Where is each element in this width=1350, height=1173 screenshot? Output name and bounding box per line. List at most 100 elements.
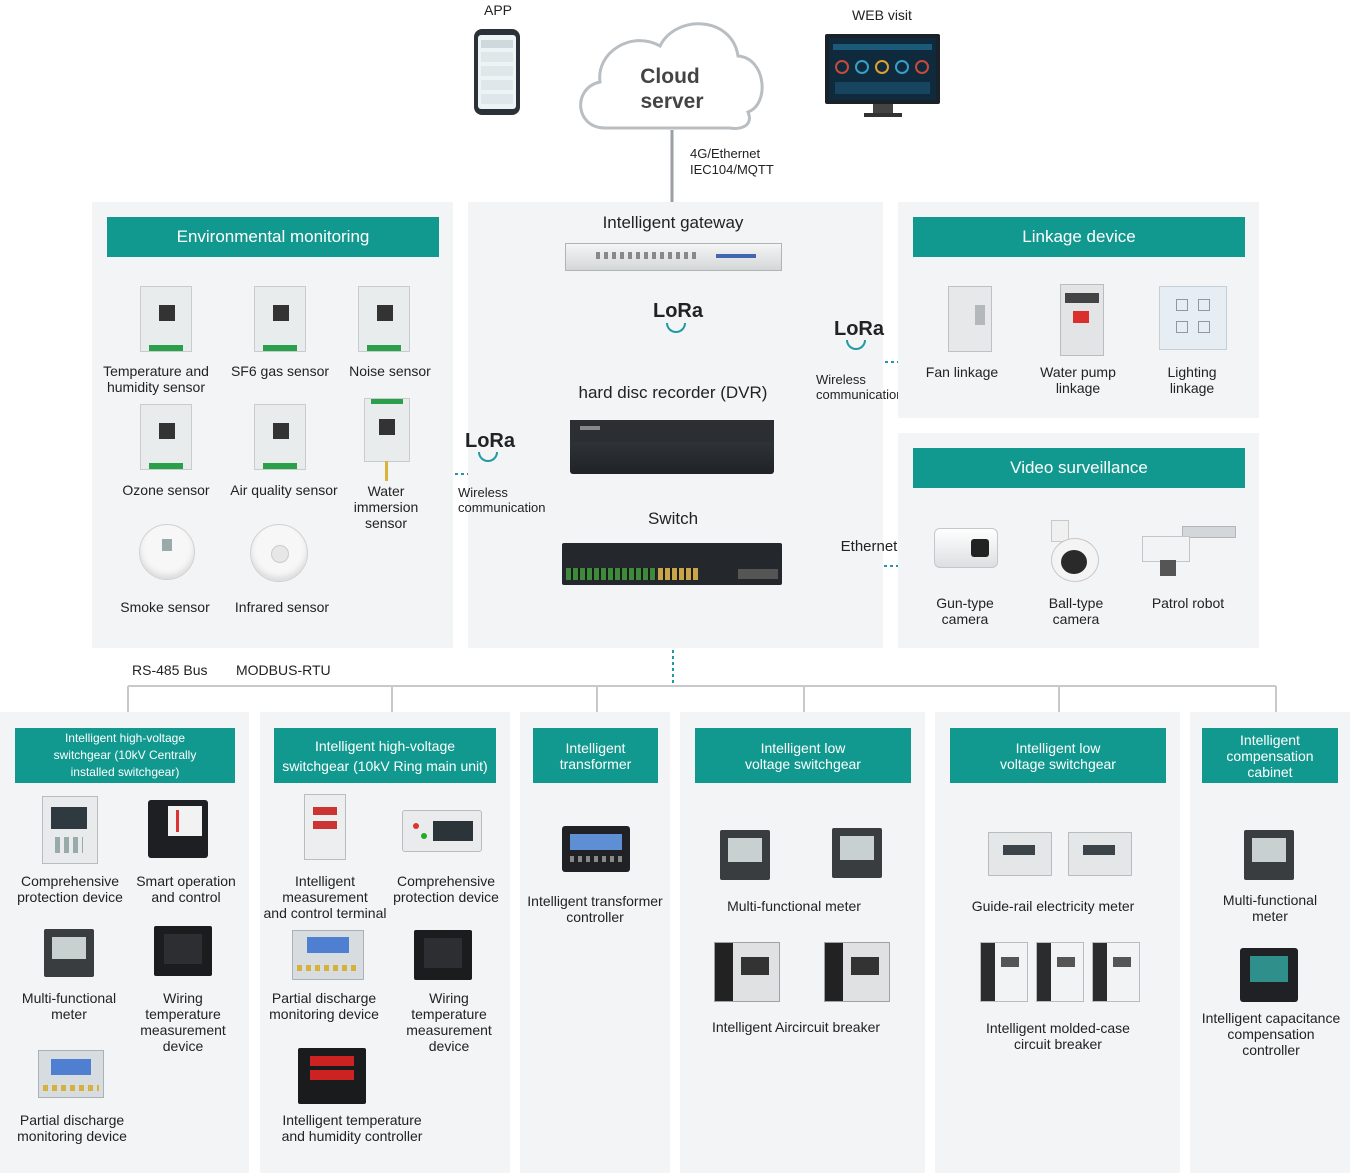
bottom-header-6: Intelligent compensation cabinet — [1202, 728, 1338, 783]
water-pump-linkage-icon — [1060, 284, 1104, 356]
device-label: Comprehensive protection device — [393, 873, 499, 905]
device-label: Wiring temperature measurement device — [406, 990, 492, 1054]
temp-humidity-sensor-icon — [140, 286, 192, 352]
wiring-temp-device-icon — [154, 926, 212, 976]
protocol-label-1: 4G/Ethernet — [690, 146, 761, 161]
switch-device-icon — [562, 543, 782, 585]
fan-linkage-icon — [948, 286, 992, 352]
bottom-header-2: Intelligent high-voltage switchgear (10k… — [274, 728, 496, 783]
device-label: Intelligent transformer controller — [527, 893, 663, 925]
protection-device-2-icon — [402, 810, 482, 852]
smoke-sensor-icon — [139, 524, 195, 580]
dvr-title: hard disc recorder (DVR) — [578, 383, 768, 402]
air-circuit-breaker-icon — [824, 942, 890, 1002]
wireless-label-left: Wireless communication — [458, 485, 546, 515]
measurement-terminal-icon — [304, 794, 346, 860]
env-item-label: Infrared sensor — [234, 599, 330, 615]
multi-meter-icon — [832, 828, 882, 878]
capacitance-controller-icon — [1240, 948, 1298, 1002]
monitor-base — [864, 113, 902, 117]
air-quality-sensor-icon — [254, 404, 306, 470]
bottom-header-1: Intelligent high-voltage switchgear (10k… — [15, 728, 235, 783]
device-label: Comprehensive protection device — [17, 873, 123, 905]
multi-meter-icon — [1244, 830, 1294, 880]
device-label: Smart operation and control — [136, 873, 236, 905]
protection-device-icon — [42, 796, 98, 864]
transformer-panel — [520, 712, 670, 1173]
device-label: Intelligent measurement and control term… — [263, 873, 387, 921]
device-label: Intelligent temperature and humidity con… — [281, 1112, 423, 1144]
bottom-header-3: Intelligent transformer — [533, 728, 658, 783]
ethernet-label: Ethernet — [840, 538, 898, 555]
linkage-header: Linkage device — [913, 217, 1245, 257]
cloud-title-2: server — [640, 90, 704, 113]
molded-case-breaker-icon — [980, 942, 1028, 1002]
lora-logo-center: LoRa — [653, 300, 703, 322]
env-item-label: Temperature and humidity sensor — [103, 363, 209, 395]
device-label: Multi-functional meter — [1222, 892, 1318, 924]
app-label: APP — [483, 2, 512, 18]
monitor-icon — [825, 34, 940, 104]
wiring-temp-device-2-icon — [414, 930, 472, 980]
device-label: Intelligent capacitance compensation con… — [1201, 1010, 1341, 1058]
molded-case-breaker-icon — [1036, 942, 1084, 1002]
multi-functional-meter-icon — [44, 929, 94, 977]
protocol-label-2: IEC104/MQTT — [690, 162, 774, 177]
linkage-item-label: Lighting linkage — [1167, 364, 1217, 396]
guide-rail-meter-icon — [988, 832, 1052, 876]
gateway-title: Intelligent gateway — [602, 213, 744, 232]
lighting-switch-icon — [1159, 286, 1227, 350]
wireless-label-right: Wireless communication — [816, 372, 904, 402]
ozone-sensor-icon — [140, 404, 192, 470]
gateway-device-icon — [565, 243, 782, 271]
device-label: Partial discharge monitoring device — [269, 990, 379, 1022]
env-item-label: SF6 gas sensor — [230, 363, 330, 379]
bottom-header-5: Intelligent low voltage switchgear — [950, 728, 1166, 783]
lora-logo-left: LoRa — [465, 430, 515, 452]
linkage-item-label: Fan linkage — [925, 364, 999, 380]
ball-camera-icon — [1045, 520, 1101, 582]
device-label: Intelligent Aircircuit breaker — [711, 1019, 881, 1035]
env-item-label: Air quality sensor — [230, 482, 338, 498]
infrared-sensor-icon — [250, 524, 308, 582]
env-item-label: Ozone sensor — [122, 482, 210, 498]
patrol-robot-icon — [1142, 522, 1236, 578]
device-label: Partial discharge monitoring device — [17, 1112, 127, 1144]
device-label: Intelligent molded-case circuit breaker — [986, 1020, 1130, 1052]
phone-icon — [474, 29, 520, 115]
device-label: Multi-functional meter — [21, 990, 117, 1022]
web-visit-label: WEB visit — [852, 7, 912, 23]
transformer-controller-icon — [562, 826, 630, 872]
lora-logo-right: LoRa — [834, 318, 884, 340]
env-item-label: Water immersion sensor — [353, 483, 419, 531]
temp-humidity-controller-icon — [298, 1048, 366, 1104]
video-item-label: Gun-type camera — [936, 595, 994, 627]
rs485-label: RS-485 Bus — [132, 662, 208, 678]
env-item-label: Smoke sensor — [120, 599, 210, 615]
switch-title: Switch — [647, 509, 699, 528]
partial-discharge-2-icon — [292, 930, 364, 980]
device-label: Wiring temperature measurement device — [140, 990, 226, 1054]
gun-camera-icon — [934, 528, 998, 568]
air-circuit-breaker-icon — [714, 942, 780, 1002]
multi-meter-icon — [720, 830, 770, 880]
linkage-item-label: Water pump linkage — [1040, 364, 1116, 396]
guide-rail-meter-icon — [1068, 832, 1132, 876]
bottom-header-4: Intelligent low voltage switchgear — [695, 728, 911, 783]
video-item-label: Patrol robot — [1151, 595, 1225, 611]
modbus-label: MODBUS-RTU — [236, 662, 331, 678]
monitor-stand — [873, 104, 893, 114]
environmental-header: Environmental monitoring — [107, 217, 439, 257]
partial-discharge-icon — [38, 1050, 104, 1098]
cloud-title-1: Cloud — [640, 65, 700, 88]
device-label: Multi-functional meter — [727, 898, 861, 914]
water-immersion-sensor-icon — [364, 398, 410, 481]
noise-sensor-icon — [358, 286, 410, 352]
video-header: Video surveillance — [913, 448, 1245, 488]
env-item-label: Noise sensor — [349, 363, 431, 379]
device-label: Guide-rail electricity meter — [971, 898, 1135, 914]
dvr-device-icon — [570, 420, 774, 474]
smart-operation-icon — [148, 800, 208, 858]
molded-case-breaker-icon — [1092, 942, 1140, 1002]
video-item-label: Ball-type camera — [1048, 595, 1104, 627]
